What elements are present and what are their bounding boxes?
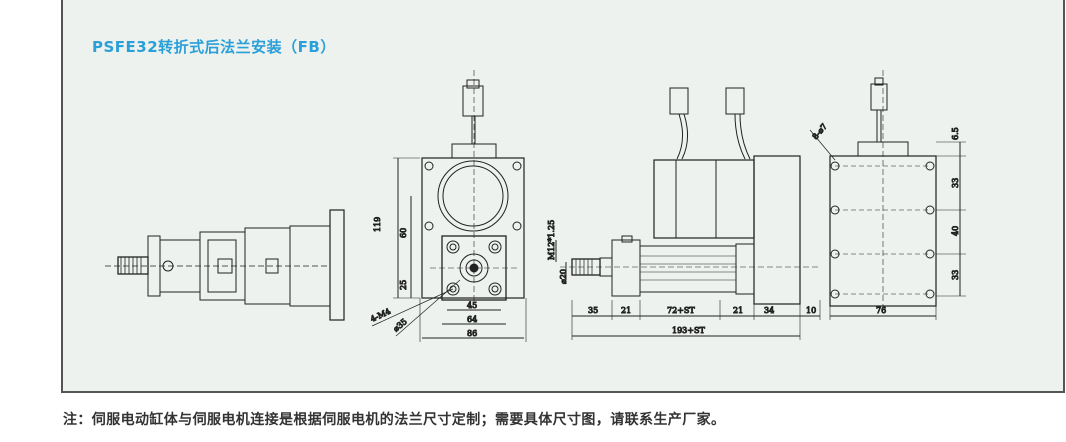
- side-dim-35: 35: [588, 306, 598, 315]
- front-dim-86: 86: [467, 329, 477, 338]
- side-dim-thread: M12*1.25: [547, 220, 556, 260]
- flange-dim-33b: 33: [951, 270, 960, 280]
- side-dim-10: 10: [806, 306, 816, 315]
- side-dim-21a: 21: [621, 306, 631, 315]
- front-dim-4m4: 4-M4: [369, 307, 392, 324]
- technical-drawing: 119 60 25 45 64 86 4-M4 ⌀35 M12*1.25 ⌀20: [105, 70, 966, 342]
- flange-dim-40: 40: [951, 226, 960, 236]
- side-dim-72st: 72+ST: [667, 306, 695, 315]
- front-dim-45: 45: [467, 301, 477, 310]
- front-dim-pcd35: ⌀35: [392, 317, 409, 334]
- flange-view: [809, 70, 966, 320]
- side-view: [555, 87, 821, 340]
- flange-dim-76: 76: [876, 306, 886, 315]
- flange-dim-8x7: 8-⌀7: [811, 122, 829, 141]
- side-dim-193st: 193+ST: [672, 326, 705, 335]
- flange-dim-33a: 33: [951, 178, 960, 188]
- front-dim-119: 119: [373, 217, 382, 232]
- drawing-panel: PSFE32转折式后法兰安装（FB）: [61, 0, 1065, 393]
- front-dim-25: 25: [399, 280, 408, 290]
- side-dim-34: 34: [764, 306, 774, 315]
- top-view: [105, 209, 345, 321]
- front-dim-64: 64: [467, 315, 477, 324]
- flange-dim-6-5: 6.5: [951, 127, 960, 140]
- side-dim-21b: 21: [733, 306, 743, 315]
- panel-title: PSFE32转折式后法兰安装（FB）: [92, 38, 336, 56]
- front-dim-60: 60: [399, 228, 408, 238]
- footer-note: 注：伺服电动缸体与伺服电机连接是根据伺服电机的法兰尺寸定制；需要具体尺寸图，请联…: [63, 412, 726, 428]
- front-view: [371, 70, 527, 342]
- side-dim-rod: ⌀20: [559, 269, 568, 284]
